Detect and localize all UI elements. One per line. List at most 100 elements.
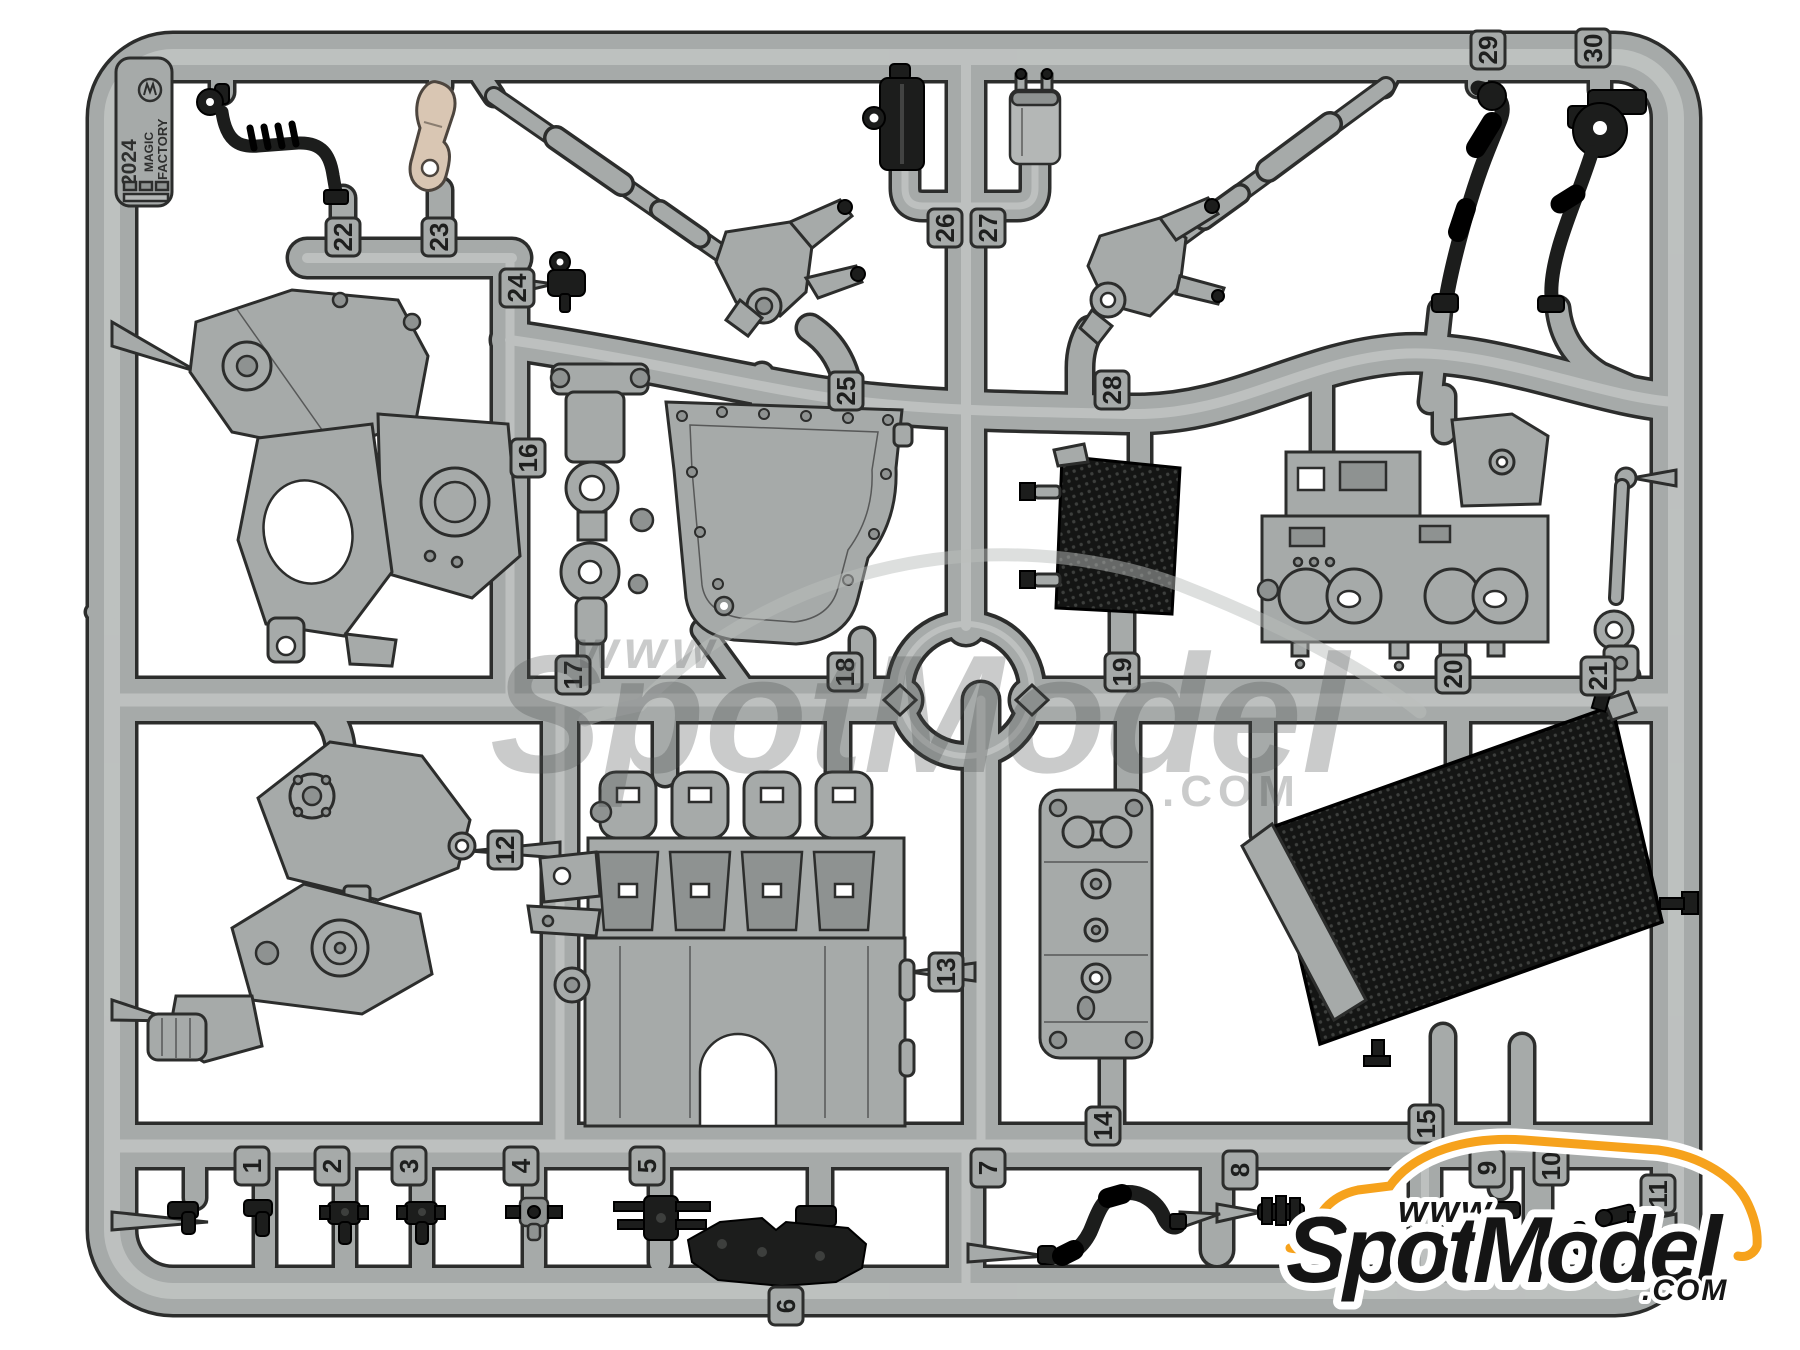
part-3-t-fitting: [396, 1201, 446, 1245]
svg-text:28: 28: [1097, 376, 1127, 405]
svg-text:26: 26: [930, 214, 960, 243]
part-6-black-actuator: [686, 1205, 868, 1288]
watermark-car-swoosh-icon: [578, 548, 1427, 727]
brand-line1: MAGIC: [142, 132, 156, 172]
svg-text:14: 14: [1088, 1111, 1118, 1140]
svg-text:7: 7: [973, 1161, 1003, 1175]
brand-year: 2024: [118, 139, 141, 186]
part-tag-29: 29: [1469, 29, 1507, 71]
svg-text:2: 2: [317, 1159, 347, 1173]
part-21-linkage-rod: [1593, 466, 1640, 682]
part-29-black-hose: [1431, 80, 1510, 313]
part-tag-11: 11: [1639, 1173, 1677, 1215]
part-tag-19: 19: [1103, 651, 1141, 693]
svg-text:12: 12: [490, 836, 520, 865]
part-17-water-pump: [549, 362, 655, 646]
part-30-black-hose-pump: [1537, 89, 1647, 313]
part-tag-23: 23: [420, 216, 458, 258]
svg-text:17: 17: [558, 661, 588, 690]
part-tag-3: 3: [390, 1145, 428, 1187]
part-unnumbered-elbow: [167, 1201, 199, 1235]
part-25-strut-knuckle: [484, 86, 866, 339]
part-2-t-fitting: [319, 1201, 369, 1245]
part-9-fitting: [1491, 1201, 1521, 1219]
svg-text:30: 30: [1578, 34, 1608, 63]
part-20-cylinder-head: [1256, 412, 1550, 672]
part-28-strut-knuckle: [1078, 76, 1396, 347]
part-tag-2: 2: [313, 1145, 351, 1187]
magic-factory-logo-icon: [137, 77, 163, 103]
part-12-timing-cover-assembly: [146, 740, 477, 1064]
logo-suffix: .COM: [1642, 1274, 1728, 1307]
part-11-elbow-fitting: [1595, 1203, 1647, 1228]
svg-text:16: 16: [513, 444, 543, 473]
part-tag-14: 14: [1084, 1105, 1122, 1147]
part-16-engine-assembly: [188, 288, 522, 668]
logo-www: www: [1398, 1189, 1493, 1231]
svg-text:5: 5: [632, 1159, 662, 1173]
part-tag-12: 12: [486, 829, 524, 871]
watermark-www: www: [576, 620, 720, 680]
part-tag-24: 24: [498, 267, 536, 309]
svg-text:13: 13: [931, 958, 961, 987]
part-tag-15: 15: [1407, 1103, 1445, 1145]
svg-text:9: 9: [1472, 1161, 1502, 1175]
svg-text:10: 10: [1536, 1152, 1566, 1181]
svg-text:29: 29: [1473, 36, 1503, 65]
svg-text:3: 3: [394, 1159, 424, 1173]
part-tag-27: 27: [969, 207, 1007, 249]
part-tag-7: 7: [969, 1147, 1007, 1189]
svg-text:20: 20: [1438, 660, 1468, 689]
part-22-black-hose: [196, 83, 349, 205]
part-tag-16: 16: [509, 437, 547, 479]
svg-text:1: 1: [237, 1159, 267, 1173]
part-tag-28: 28: [1093, 369, 1131, 411]
svg-text:6: 6: [771, 1299, 801, 1313]
part-19-mesh-intercooler: [1019, 442, 1182, 616]
part-24-black-clamp: [547, 251, 586, 313]
spotmodel-logo: www SpotModel .COM: [1278, 1128, 1769, 1311]
svg-text:11: 11: [1643, 1180, 1673, 1208]
watermark-name: SpotModel: [490, 620, 1352, 808]
svg-text:24: 24: [502, 273, 532, 302]
part-1-elbow-fitting: [243, 1199, 273, 1237]
svg-text:18: 18: [830, 658, 860, 687]
part-tag-8: 8: [1221, 1149, 1259, 1191]
part-27-gray-canister: [1008, 68, 1062, 166]
part-tag-26: 26: [926, 207, 964, 249]
part-tag-5: 5: [628, 1145, 666, 1187]
svg-text:25: 25: [831, 377, 861, 406]
part-tag-21: 21: [1579, 655, 1617, 697]
svg-text:8: 8: [1225, 1163, 1255, 1177]
watermark-suffix: .COM: [1162, 767, 1301, 816]
brand-line2: FACTORY: [155, 118, 170, 180]
part-tag-13: 13: [927, 951, 965, 993]
part-7-black-hose: [1037, 1184, 1187, 1266]
part-18-oil-pan: [664, 400, 914, 646]
part-tag-30: 30: [1574, 27, 1612, 69]
part-tag-25: 25: [827, 370, 865, 412]
svg-text:15: 15: [1411, 1110, 1441, 1139]
part-tag-6: 6: [767, 1285, 805, 1327]
part-tag-4: 4: [502, 1145, 540, 1187]
svg-text:4: 4: [506, 1158, 536, 1173]
part-10-t-fitting: [1563, 1221, 1593, 1255]
part-tag-9: 9: [1468, 1147, 1506, 1189]
part-5-connector-block: [613, 1195, 711, 1241]
part-tag-17: 17: [554, 654, 592, 696]
part-number-tags: 1 2 3 4 5 6 7 8 9 10 11 12 13 14 15 16 1…: [233, 27, 1677, 1327]
logo-name: SpotModel: [1286, 1197, 1724, 1302]
part-13-engine-block: [526, 770, 916, 1128]
part-tag-1: 1: [233, 1145, 271, 1187]
logo-car-outline-icon: [1279, 1128, 1769, 1268]
part-15-mesh-radiator: [1240, 689, 1699, 1067]
brand-plate: 2024 MAGIC FACTORY: [114, 56, 174, 208]
svg-text:19: 19: [1107, 658, 1137, 687]
part-26-black-coil: [862, 63, 925, 171]
watermark: www SpotModel .COM: [490, 548, 1427, 816]
svg-text:21: 21: [1583, 662, 1613, 691]
svg-text:27: 27: [973, 214, 1003, 243]
part-tag-22: 22: [324, 216, 362, 258]
